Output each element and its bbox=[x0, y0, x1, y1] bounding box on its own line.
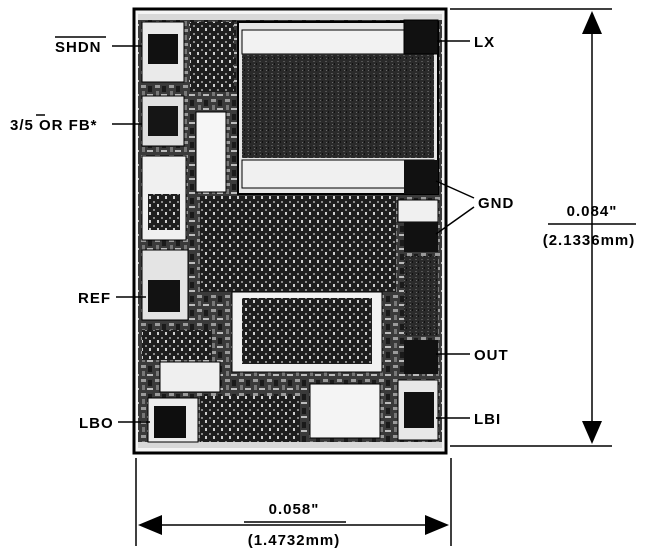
gnd-leader-1 bbox=[435, 180, 475, 199]
height-dimension bbox=[450, 8, 612, 447]
pin-label-out: OUT bbox=[474, 347, 509, 364]
pin-label-lx: LX bbox=[474, 34, 495, 51]
pin-label-ref: REF bbox=[78, 290, 111, 307]
width-mm: (1.4732mm) bbox=[248, 532, 341, 549]
pin-label-shdn: SHDN bbox=[55, 39, 102, 56]
width-dimension bbox=[135, 458, 452, 546]
leader-lines bbox=[112, 40, 475, 423]
width-inches: 0.058" bbox=[269, 501, 320, 518]
pin-label-lbo: LBO bbox=[79, 415, 114, 432]
pin-label-lbi: LBI bbox=[474, 411, 501, 428]
gnd-leader-2 bbox=[435, 206, 475, 235]
height-inches: 0.084" bbox=[567, 203, 618, 220]
pin-label-gnd: GND bbox=[478, 195, 514, 212]
height-arrow-up bbox=[582, 11, 602, 34]
width-arrow-left bbox=[138, 515, 162, 535]
width-arrow-right bbox=[425, 515, 449, 535]
height-mm: (2.1336mm) bbox=[543, 232, 636, 249]
pin-label-fb: 3/5 OR FB* bbox=[10, 117, 98, 134]
height-arrow-down bbox=[582, 421, 602, 444]
die-photo bbox=[132, 7, 448, 455]
